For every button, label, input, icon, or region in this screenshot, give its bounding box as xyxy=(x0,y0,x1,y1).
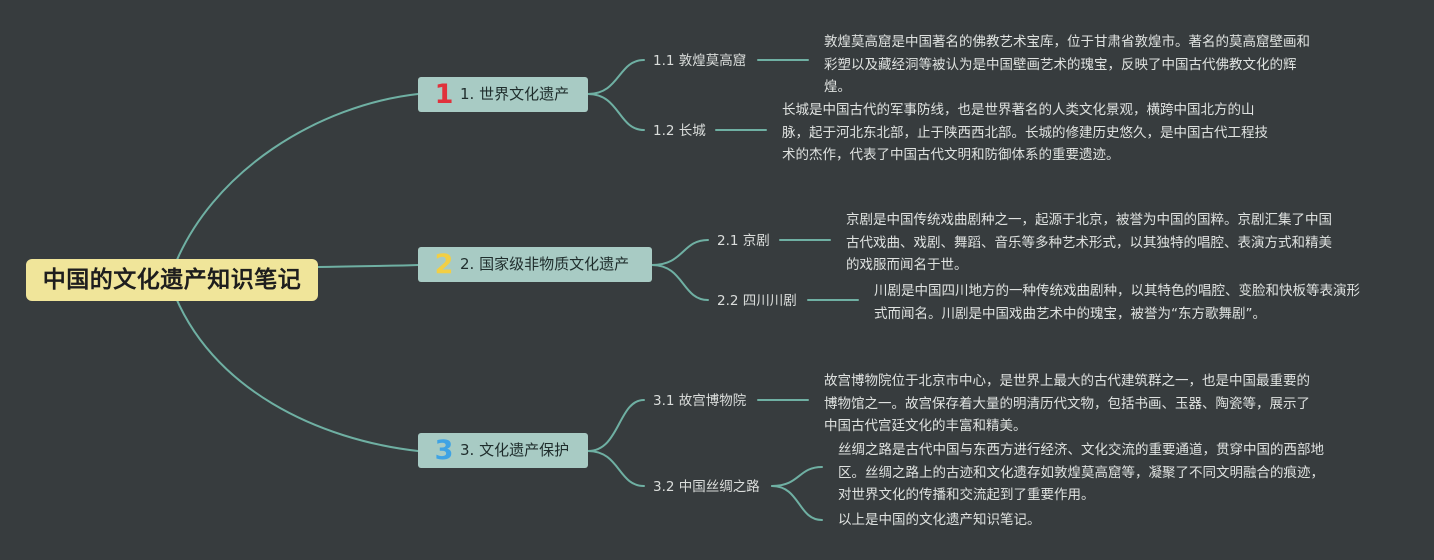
desc-text: 长城是中国古代的军事防线，也是世界著名的人类文化景观，横跨中国北方的山脉，起于河… xyxy=(782,102,1268,163)
number-three-icon: 3 xyxy=(434,435,454,466)
sub-desc-2-2: 川剧是中国四川地方的一种传统戏曲剧种，以其特色的唱腔、变脸和快板等表演形式而闻名… xyxy=(874,280,1370,325)
connector-b3-s1 xyxy=(587,399,645,452)
note-text: 以上是中国的文化遗产知识笔记。 xyxy=(838,512,1041,528)
sub-label: 1.1 敦煌莫高窟 xyxy=(653,53,747,69)
number-one-icon: 1 xyxy=(434,79,454,110)
sub-desc-3-2: 丝绸之路是古代中国与东西方进行经济、文化交流的重要通道，贯穿中国的西部地区。丝绸… xyxy=(838,439,1332,507)
sub-desc-1-2: 长城是中国古代的军事防线，也是世界著名的人类文化景观，横跨中国北方的山脉，起于河… xyxy=(782,99,1276,167)
connector-b3-s2-desc xyxy=(771,466,823,487)
sub-label: 1.2 长城 xyxy=(653,123,706,139)
desc-text: 川剧是中国四川地方的一种传统戏曲剧种，以其特色的唱腔、变脸和快板等表演形式而闻名… xyxy=(874,283,1360,322)
sub-node-3-1[interactable]: 3.1 故宫博物院 xyxy=(653,392,746,410)
branch-node-1[interactable]: 1 1. 世界文化遗产 xyxy=(418,77,588,112)
sub-node-2-1[interactable]: 2.1 京剧 xyxy=(717,232,770,250)
sub-node-1-2[interactable]: 1.2 长城 xyxy=(653,122,706,140)
sub-node-2-2[interactable]: 2.2 四川川剧 xyxy=(717,292,797,310)
sub-label: 2.2 四川川剧 xyxy=(717,293,797,309)
connector-b2-s1 xyxy=(651,239,709,266)
sub-desc-1-1: 敦煌莫高窟是中国著名的佛教艺术宝库，位于甘肃省敦煌市。著名的莫高窟壁画和彩塑以及… xyxy=(824,31,1318,99)
branch-node-2[interactable]: 2 2. 国家级非物质文化遗产 xyxy=(418,247,652,282)
branch-label: 2. 国家级非物质文化遗产 xyxy=(460,255,630,273)
desc-text: 敦煌莫高窟是中国著名的佛教艺术宝库，位于甘肃省敦煌市。著名的莫高窟壁画和彩塑以及… xyxy=(824,34,1310,95)
sub-label: 3.1 故宫博物院 xyxy=(653,393,747,409)
branch-node-3[interactable]: 3 3. 文化遗产保护 xyxy=(418,433,588,468)
desc-text: 故宫博物院位于北京市中心，是世界上最大的古代建筑群之一，也是中国最重要的博物馆之… xyxy=(824,373,1310,434)
connector-root-branch-1 xyxy=(171,93,419,273)
branch-label: 1. 世界文化遗产 xyxy=(460,85,570,103)
desc-text: 京剧是中国传统戏曲剧种之一，起源于北京，被誉为中国的国粹。京剧汇集了中国古代戏曲… xyxy=(846,212,1332,273)
sub-desc-3-1: 故宫博物院位于北京市中心，是世界上最大的古代建筑群之一，也是中国最重要的博物馆之… xyxy=(824,370,1318,438)
connector-b3-s2-note xyxy=(771,485,823,521)
connector-b1-s2 xyxy=(587,93,645,131)
root-node[interactable]: 中国的文化遗产知识笔记 xyxy=(26,259,318,301)
connector-b1-s1 xyxy=(587,59,645,95)
desc-text: 丝绸之路是古代中国与东西方进行经济、文化交流的重要通道，贯穿中国的西部地区。丝绸… xyxy=(838,442,1324,503)
connector-root-branch-2 xyxy=(317,264,419,268)
sub-label: 3.2 中国丝绸之路 xyxy=(653,479,760,495)
connector-b3-s2 xyxy=(587,450,645,487)
connector-b2-s2 xyxy=(651,264,709,301)
sub-label: 2.1 京剧 xyxy=(717,233,770,249)
sub-node-1-1[interactable]: 1.1 敦煌莫高窟 xyxy=(653,52,746,70)
number-two-icon: 2 xyxy=(434,249,454,280)
branch-label: 3. 文化遗产保护 xyxy=(460,441,570,459)
root-title: 中国的文化遗产知识笔记 xyxy=(42,267,302,293)
summary-note: 以上是中国的文化遗产知识笔记。 xyxy=(838,509,1138,532)
sub-node-3-2[interactable]: 3.2 中国丝绸之路 xyxy=(653,478,760,496)
sub-desc-2-1: 京剧是中国传统戏曲剧种之一，起源于北京，被誉为中国的国粹。京剧汇集了中国古代戏曲… xyxy=(846,209,1340,277)
connector-root-branch-3 xyxy=(171,287,419,452)
